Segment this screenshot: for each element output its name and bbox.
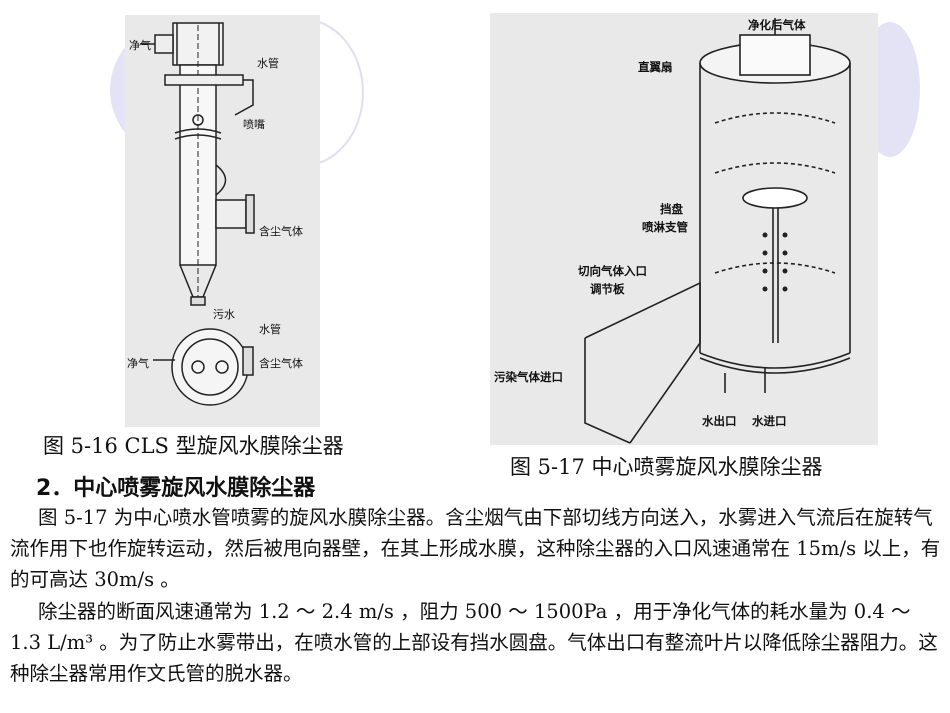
paragraph-2: 除尘器的断面风速通常为 1.2 ～ 2.4 m/s ，阻力 500 ～ 1500… [10,596,945,689]
label-water-pipe: 水管 [257,56,279,70]
label-water-inlet: 水进口 [752,414,787,428]
paragraph-2-text: 除尘器的断面风速通常为 1.2 ～ 2.4 m/s ，阻力 500 ～ 1500… [10,600,938,685]
figure-5-17-caption: 图 5-17 中心喷雾旋风水膜除尘器 [510,455,823,479]
paragraph-1: 图 5-17 为中心喷水管喷雾的旋风水膜除尘器。含尘烟气由下部切线方向送入，水雾… [10,502,945,595]
label-baffle-disc: 挡盘 [660,202,683,216]
figure-5-16-caption: 图 5-16 CLS 型旋风水膜除尘器 [43,434,344,458]
label-clean-gas: 净气 [129,38,151,52]
label-purified-gas: 净化后气体 [748,18,806,32]
figure-5-17-diagram: 净化后气体 直翼扇 挡盘 喷淋支管 切向气体入口 调节板 污染气体进口 水出口 … [490,13,878,445]
label-water-outlet: 水出口 [702,414,737,428]
label-straight-vane: 直翼扇 [638,60,673,74]
label-sewage: 污水 [213,308,235,321]
figure-5-16-diagram: 净气 水管 喷嘴 含尘气体 污水 水管 净气 含尘气体 [125,15,320,427]
label-spray-pipe: 喷淋支管 [642,220,688,234]
label-water-pipe-2: 水管 [259,322,281,336]
label-clean-gas-2: 净气 [127,356,149,370]
cls-separator-drawing: 净气 水管 喷嘴 含尘气体 污水 水管 净气 含尘气体 [127,22,303,406]
label-adjusting-plate: 调节板 [590,282,625,296]
label-tangential-inlet: 切向气体入口 [578,264,647,278]
label-polluted-inlet: 污染气体进口 [494,370,563,384]
central-spray-separator-drawing: 净化后气体 直翼扇 挡盘 喷淋支管 切向气体入口 调节板 污染气体进口 水出口 … [494,18,851,444]
label-dusty-gas: 含尘气体 [259,224,303,238]
paragraph-1-text: 图 5-17 为中心喷水管喷雾的旋风水膜除尘器。含尘烟气由下部切线方向送入，水雾… [10,506,941,591]
label-dusty-gas-2: 含尘气体 [259,356,303,370]
section-heading: 2．中心喷雾旋风水膜除尘器 [36,476,316,501]
label-nozzle: 喷嘴 [243,118,265,131]
